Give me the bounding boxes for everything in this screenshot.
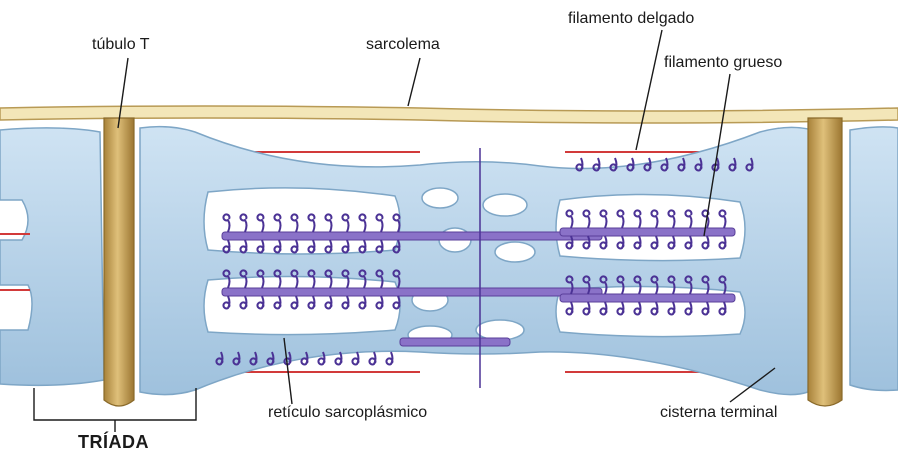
label-sarcoplasmic-reticulum: retículo sarcoplásmico (268, 404, 427, 422)
sarcoplasmic-reticulum-body (140, 127, 812, 395)
label-terminal-cistern: cisterna terminal (660, 404, 777, 422)
myosin-head (369, 352, 375, 364)
reticulum-window (204, 276, 400, 334)
thick-filament-bar (222, 288, 602, 296)
thick-filament-bar (400, 338, 510, 346)
sarcolemma-membrane (0, 106, 898, 123)
reticulum-window (204, 188, 400, 254)
thick-filament-bar (560, 294, 735, 302)
myosin-head (352, 352, 358, 364)
t-tubule-right (808, 118, 842, 406)
myosin-head (386, 352, 392, 364)
label-triad: TRÍADA (78, 432, 149, 453)
label-thick-filament: filamento grueso (664, 54, 782, 72)
reticulum-window (422, 188, 458, 208)
label-t-tubule: túbulo T (92, 36, 150, 54)
left-reticulum-fragment (0, 128, 104, 385)
thick-filament-bar (560, 228, 735, 236)
leader-line-thin-filament (636, 30, 662, 150)
label-thin-filament: filamento delgado (568, 10, 694, 28)
reticulum-window (476, 320, 524, 340)
reticulum-window (495, 242, 535, 262)
thick-filament-bar (222, 232, 602, 240)
t-tubule-left (104, 118, 134, 406)
reticulum-window (483, 194, 527, 216)
label-sarcolemma: sarcolema (366, 36, 440, 54)
leader-line-sarcolemma (408, 58, 420, 106)
right-reticulum-fragment (850, 127, 898, 391)
